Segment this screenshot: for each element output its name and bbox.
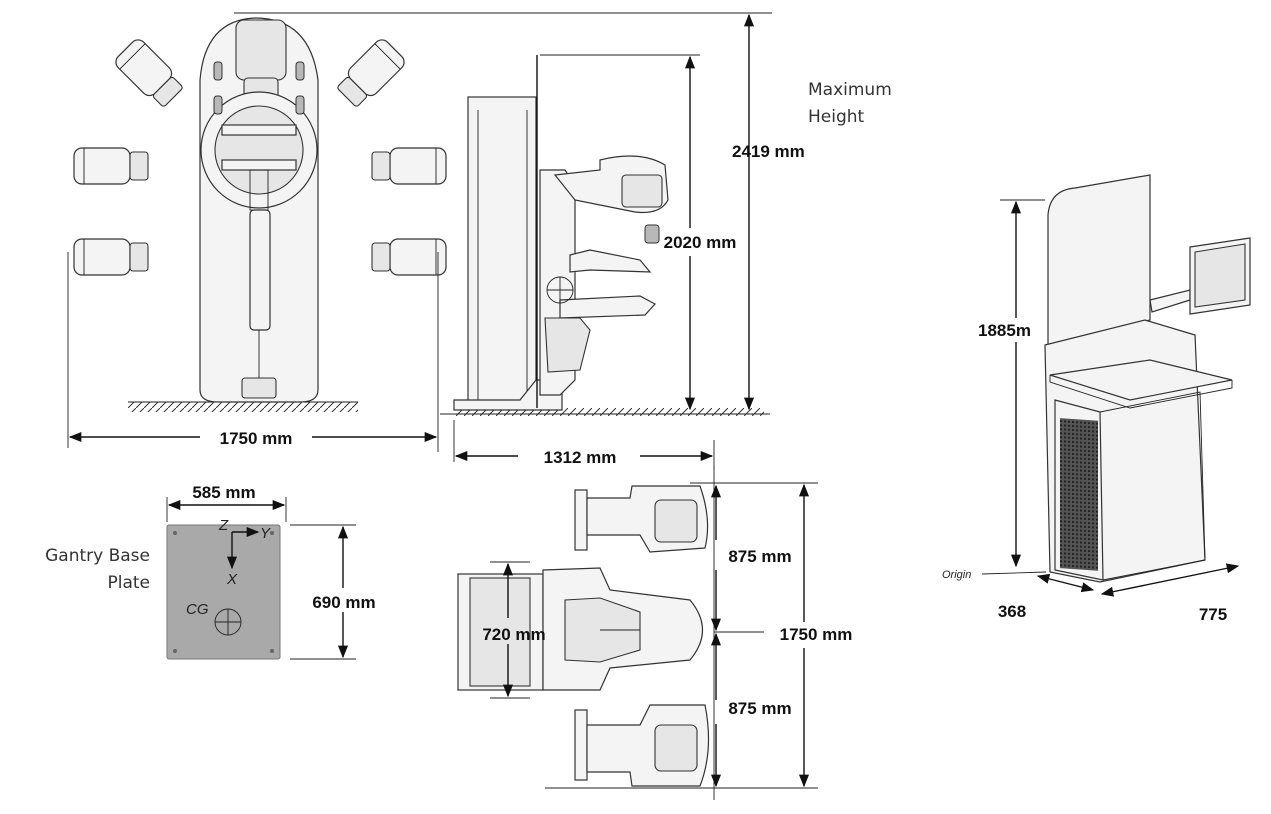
workstation-shield — [1047, 174, 1151, 346]
base-plate: Z Y X CG 585 mm 690 mm Gantry Base Plate — [45, 483, 376, 660]
label-plate-caption-1: Gantry Base — [45, 546, 150, 566]
dim-line-368 — [1036, 573, 1095, 593]
side-view: 2020 mm Maximum Height 2419 mm 1312 mm — [234, 12, 892, 470]
label-front-width: 1750 mm — [220, 429, 293, 448]
front-view: 1750 mm — [67, 17, 447, 452]
tube-position-mid-left — [73, 147, 149, 185]
label-plate-depth: 690 mm — [312, 593, 375, 612]
label-top-upper: 875 mm — [728, 547, 791, 566]
axis-x-label: X — [226, 571, 238, 588]
tube-position-upper-right — [337, 39, 405, 107]
label-height-2020: 2020 mm — [664, 233, 737, 252]
label-plate-width: 585 mm — [192, 483, 255, 502]
label-workstation-width: 775 — [1199, 605, 1227, 624]
axis-z-label: Z — [218, 517, 229, 534]
label-depth-1312: 1312 mm — [544, 448, 617, 467]
axis-y-label: Y — [260, 525, 271, 542]
tube-position-low-left — [73, 238, 149, 276]
workstation-grille — [1060, 418, 1098, 571]
label-origin: Origin — [942, 569, 971, 581]
label-top-inner: 720 mm — [482, 625, 545, 644]
floor-hatch-front — [128, 402, 358, 412]
dim-line-775 — [1100, 563, 1240, 597]
tube-position-low-right — [371, 238, 447, 276]
workstation-view: 1885m Origin 368 775 — [942, 174, 1251, 624]
cg-label: CG — [186, 601, 209, 618]
label-top-lower: 875 mm — [728, 699, 791, 718]
floor-hatch-side — [454, 408, 764, 416]
label-workstation-depth: 368 — [998, 602, 1026, 621]
gantry-column-side — [467, 96, 537, 410]
label-top-total: 1750 mm — [780, 625, 853, 644]
label-workstation-height: 1885m — [978, 321, 1031, 340]
label-max-height-2: Height — [808, 107, 865, 127]
tube-position-upper-left — [115, 39, 183, 107]
label-plate-caption-2: Plate — [107, 573, 150, 593]
tube-position-mid-right — [371, 147, 447, 185]
label-max-height-value: 2419 mm — [732, 142, 805, 161]
label-max-height-1: Maximum — [808, 80, 892, 100]
gantry-base-plate — [166, 524, 281, 660]
top-view: 1750 mm 875 mm 875 mm 720 mm — [457, 465, 853, 800]
